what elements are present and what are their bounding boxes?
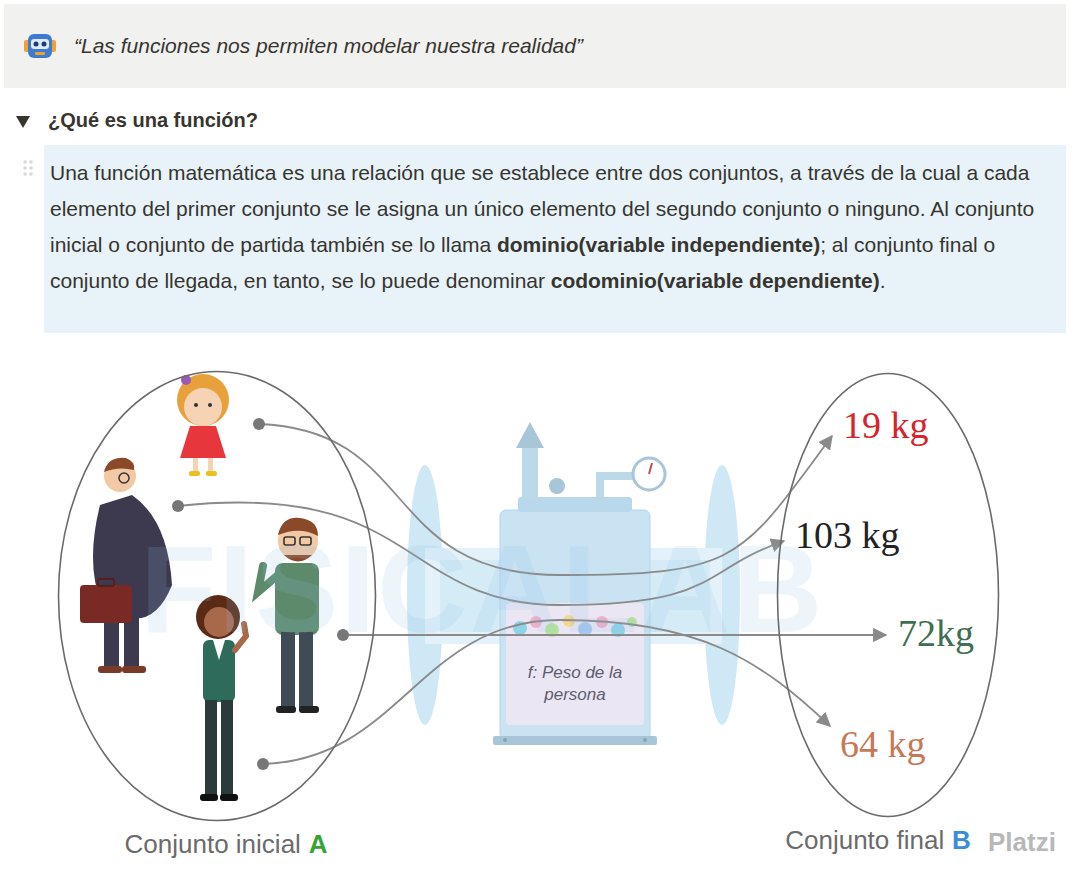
element-dots (172, 500, 184, 512)
drag-handle (29, 172, 33, 176)
girl-figure (208, 458, 213, 472)
definition-text: . (880, 269, 886, 292)
function-machine (493, 736, 657, 745)
robot-icon (42, 42, 47, 47)
girl-figure (206, 471, 217, 476)
robot-icon (35, 52, 45, 55)
woman-figure (220, 794, 238, 801)
toggle-triangle (16, 116, 30, 128)
element-dots (257, 758, 269, 770)
function-machine (600, 476, 634, 498)
drag-handle (23, 166, 27, 170)
set-outline (57, 370, 377, 822)
bold-term: dominio(variable independiente) (497, 233, 820, 256)
paragraph: Una función matemática es una relación q… (50, 155, 1060, 299)
weight-value: 19 kg (843, 405, 929, 447)
girl-figure (184, 388, 222, 426)
element-dots (253, 418, 265, 430)
function-machine (649, 463, 652, 474)
girl-figure (180, 426, 226, 458)
girl-figure (193, 458, 198, 472)
woman-figure (200, 794, 218, 801)
businessman-figure (80, 585, 132, 623)
bold-term: codominio(variable dependiente) (551, 269, 880, 292)
girl-figure (194, 403, 198, 407)
set-caption: Conjunto final B (785, 826, 971, 856)
function-machine (518, 497, 632, 512)
drag-handle (29, 160, 33, 164)
quote-banner: “Las funciones nos permiten modelar nues… (4, 4, 1066, 88)
function-label: f: Peso de la persona (516, 662, 634, 706)
quote-text: “Las funciones nos permiten modelar nues… (74, 32, 583, 59)
girl-figure (177, 374, 229, 426)
toggle-triangle (16, 116, 30, 128)
watermark: FISICALAB (140, 520, 825, 658)
businessman-figure (119, 473, 129, 483)
definition-callout: Una función matemática es una relación q… (44, 145, 1066, 333)
drag-handle (23, 160, 33, 176)
woman-figure (221, 700, 233, 796)
robot-icon (34, 42, 39, 47)
brand-watermark: Platzi (988, 828, 1056, 857)
robot-icon (31, 39, 49, 49)
businessman-figure (98, 666, 122, 673)
drag-handle (23, 172, 27, 176)
woman-figure (205, 700, 217, 796)
man-with-glasses-figure (299, 706, 319, 713)
girl-figure (177, 374, 229, 476)
girl-figure (208, 403, 212, 407)
robot-icon (22, 30, 58, 64)
drag-handle (23, 160, 27, 164)
man-with-glasses-figure (276, 706, 296, 713)
function-machine (522, 446, 538, 498)
set-letter: A (309, 829, 328, 859)
function-machine-panel: f: Peso de la persona (510, 650, 640, 718)
businessman-figure (122, 666, 146, 673)
function-machine (633, 458, 665, 490)
girl-figure (189, 471, 200, 476)
section-heading: ¿Qué es una función? (48, 109, 258, 131)
function-machine (643, 738, 647, 742)
set-letter: B (952, 825, 971, 855)
function-machine (549, 478, 565, 494)
set-name: Conjunto inicial (125, 829, 301, 859)
function-machine (503, 738, 507, 742)
weight-value: 72kg (898, 613, 974, 655)
set-a-ellipse: Conjunto inicialA (57, 370, 377, 822)
weight-value: 103 kg (795, 515, 900, 557)
businessman-figure (104, 458, 134, 472)
set-caption: Conjunto inicial A (125, 830, 328, 860)
function-machine (516, 422, 544, 448)
businessman-figure (98, 579, 114, 586)
drag-handle (29, 166, 33, 170)
set-name: Conjunto final (785, 825, 944, 855)
weight-value: 64 kg (840, 724, 926, 766)
robot-icon (28, 34, 52, 58)
